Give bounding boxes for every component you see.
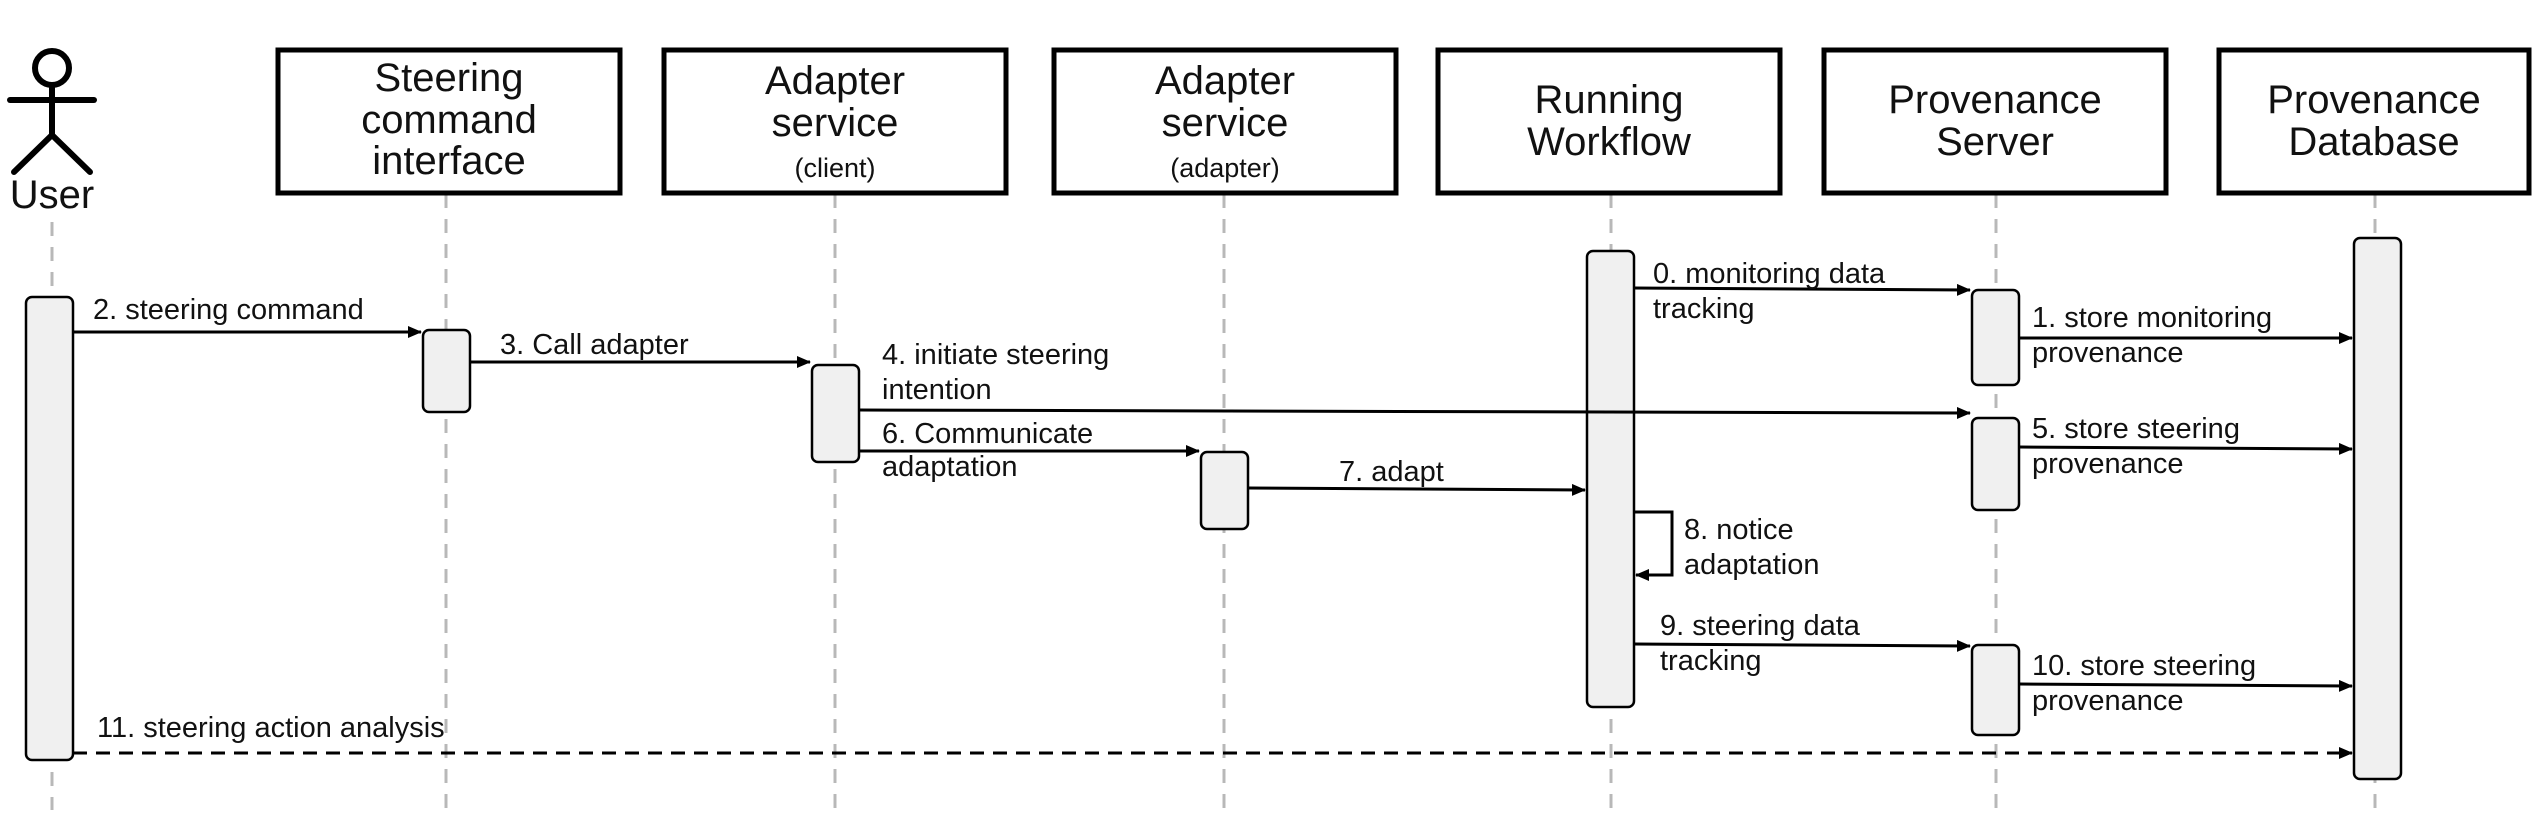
- message-3-call-adapter: 3. Call adapter: [470, 329, 811, 368]
- svg-text:Running: Running: [1534, 78, 1683, 122]
- message-1-store-monitoring-provenance: 1. store monitoring provenance: [2019, 302, 2353, 369]
- svg-text:Provenance: Provenance: [2267, 78, 2480, 122]
- participant-steering-command-interface: Steering command interface: [275, 47, 623, 196]
- activation-steering-command-interface: [421, 328, 472, 414]
- svg-text:7. adapt: 7. adapt: [1339, 456, 1444, 488]
- message-8-notice-adaptation: 8. notice adaptation: [1634, 510, 1819, 581]
- participant-provenance-server: Provenance Server: [1821, 47, 2169, 196]
- message-9-steering-data-tracking: 9. steering data tracking: [1633, 610, 1971, 677]
- activation-provenance-server-3: [1970, 643, 2021, 737]
- svg-text:Server: Server: [1936, 120, 2054, 164]
- activation-provenance-database: [2352, 236, 2403, 781]
- svg-text:provenance: provenance: [2032, 448, 2184, 480]
- activation-provenance-server-1: [1970, 288, 2021, 387]
- participant-adapter-service-client: Adapter service (client): [661, 47, 1009, 196]
- svg-text:Workflow: Workflow: [1527, 120, 1691, 164]
- svg-text:6. Communicate: 6. Communicate: [882, 418, 1093, 450]
- svg-text:adaptation: adaptation: [882, 451, 1017, 483]
- svg-text:service: service: [1162, 101, 1289, 145]
- svg-text:Provenance: Provenance: [1888, 78, 2101, 122]
- svg-text:interface: interface: [372, 139, 525, 183]
- svg-text:intention: intention: [882, 374, 992, 406]
- svg-text:provenance: provenance: [2032, 685, 2184, 717]
- svg-text:Adapter: Adapter: [1155, 59, 1295, 103]
- message-10-store-steering-provenance: 10. store steering provenance: [2018, 650, 2353, 717]
- actor-label: User: [10, 173, 94, 217]
- svg-text:5. store steering: 5. store steering: [2032, 413, 2240, 445]
- svg-text:Steering: Steering: [375, 56, 524, 100]
- participant-running-workflow: Running Workflow: [1435, 47, 1783, 196]
- message-5-store-steering-provenance: 5. store steering provenance: [2018, 413, 2353, 480]
- activation-running-workflow: [1585, 249, 1636, 709]
- svg-text:tracking: tracking: [1660, 645, 1762, 677]
- activation-adapter-client: [810, 363, 861, 464]
- message-11-steering-action-analysis: 11. steering action analysis: [73, 712, 2353, 759]
- activation-adapter-adapter: [1199, 450, 1250, 531]
- svg-text:(adapter): (adapter): [1170, 153, 1280, 183]
- svg-text:11. steering action analysis: 11. steering action analysis: [97, 712, 445, 744]
- svg-text:Adapter: Adapter: [765, 59, 905, 103]
- svg-text:9. steering data: 9. steering data: [1660, 610, 1861, 642]
- user-actor-icon: [7, 48, 97, 175]
- svg-text:0. monitoring data: 0. monitoring data: [1653, 258, 1886, 290]
- svg-text:3. Call adapter: 3. Call adapter: [500, 329, 689, 361]
- svg-text:tracking: tracking: [1653, 293, 1755, 325]
- participant-adapter-service-adapter: Adapter service (adapter): [1051, 47, 1399, 196]
- message-6-communicate-adaptation: 6. Communicate adaptation: [859, 418, 1200, 483]
- svg-text:4. initiate steering: 4. initiate steering: [882, 339, 1109, 371]
- svg-text:(client): (client): [794, 153, 875, 183]
- svg-text:command: command: [361, 98, 537, 142]
- svg-text:adaptation: adaptation: [1684, 549, 1819, 581]
- participant-provenance-database: Provenance Database: [2216, 47, 2532, 196]
- activation-user: [24, 295, 75, 762]
- svg-text:Database: Database: [2288, 120, 2459, 164]
- message-7-adapt: 7. adapt: [1247, 456, 1586, 496]
- activation-provenance-server-2: [1970, 416, 2021, 512]
- message-2-steering-command: 2. steering command: [73, 294, 422, 338]
- svg-text:provenance: provenance: [2032, 337, 2184, 369]
- message-4-initiate-steering-intention: 4. initiate steering intention: [858, 339, 1971, 419]
- svg-text:service: service: [772, 101, 899, 145]
- svg-text:2. steering command: 2. steering command: [93, 294, 364, 326]
- message-0-monitoring-data-tracking: 0. monitoring data tracking: [1633, 258, 1971, 325]
- svg-text:8. notice: 8. notice: [1684, 514, 1794, 546]
- svg-text:10. store steering: 10. store steering: [2032, 650, 2256, 682]
- svg-text:1. store monitoring: 1. store monitoring: [2032, 302, 2272, 334]
